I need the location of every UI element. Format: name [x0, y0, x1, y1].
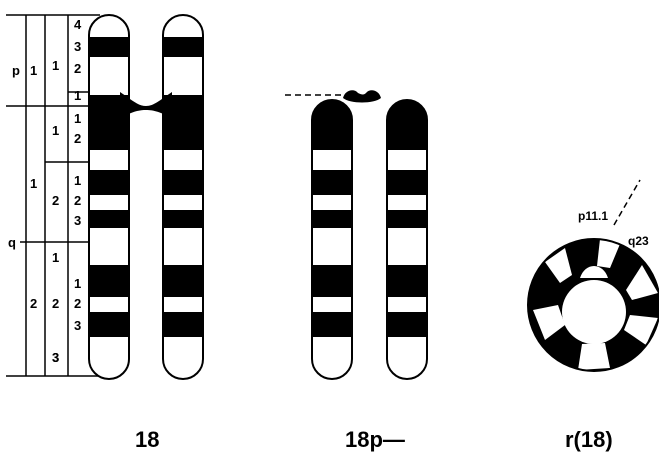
- arm-q-label: q: [8, 235, 16, 250]
- caption-normal: 18: [135, 427, 159, 452]
- band-label-q22-2: 2: [74, 296, 81, 311]
- q1-subregion-2-label: 2: [52, 193, 59, 208]
- chromatid-right: [163, 15, 203, 379]
- band-label-q11-2: 2: [74, 131, 81, 146]
- chromosome-18p-deletion: [285, 90, 427, 379]
- band-label-p1-2: 2: [74, 61, 81, 76]
- arm-p-label: p: [12, 63, 20, 78]
- band-label-p1-4: 4: [74, 17, 82, 32]
- band-label-q23: 3: [52, 350, 59, 365]
- band-label-q12-1: 1: [74, 173, 81, 188]
- caption-ring: r(18): [565, 427, 613, 452]
- band-label-p1-3: 3: [74, 39, 81, 54]
- chromatid-right: [387, 100, 427, 379]
- q2-subregion-2-label: 2: [52, 296, 59, 311]
- chromatid-left: [89, 15, 129, 379]
- caption-deletion: 18p—: [345, 427, 405, 452]
- q-region-1-label: 1: [30, 176, 37, 191]
- p1-subregion-label: 1: [52, 58, 59, 73]
- ring-label-q23: q23: [628, 234, 649, 248]
- chromatid-left: [312, 100, 352, 379]
- centromere-remnant: [343, 90, 381, 102]
- band-label-q12-2: 2: [74, 193, 81, 208]
- ring-inner-hole: [562, 280, 626, 344]
- chromosome-18-normal: [89, 15, 203, 379]
- band-label-p1-1: 1: [74, 88, 81, 103]
- q-region-2-label: 2: [30, 296, 37, 311]
- q1-subregion-1-label: 1: [52, 123, 59, 138]
- band-label-q12-3: 3: [74, 213, 81, 228]
- band-label-q21: 1: [52, 250, 59, 265]
- band-label-q11-1: 1: [74, 111, 81, 126]
- band-label-q22-3: 3: [74, 318, 81, 333]
- ring-label-p11-1: p11.1: [578, 209, 608, 223]
- ring-breakpoint-line: [614, 180, 640, 225]
- band-label-q22-1: 1: [74, 276, 81, 291]
- arm-p-region-label: 1: [30, 63, 37, 78]
